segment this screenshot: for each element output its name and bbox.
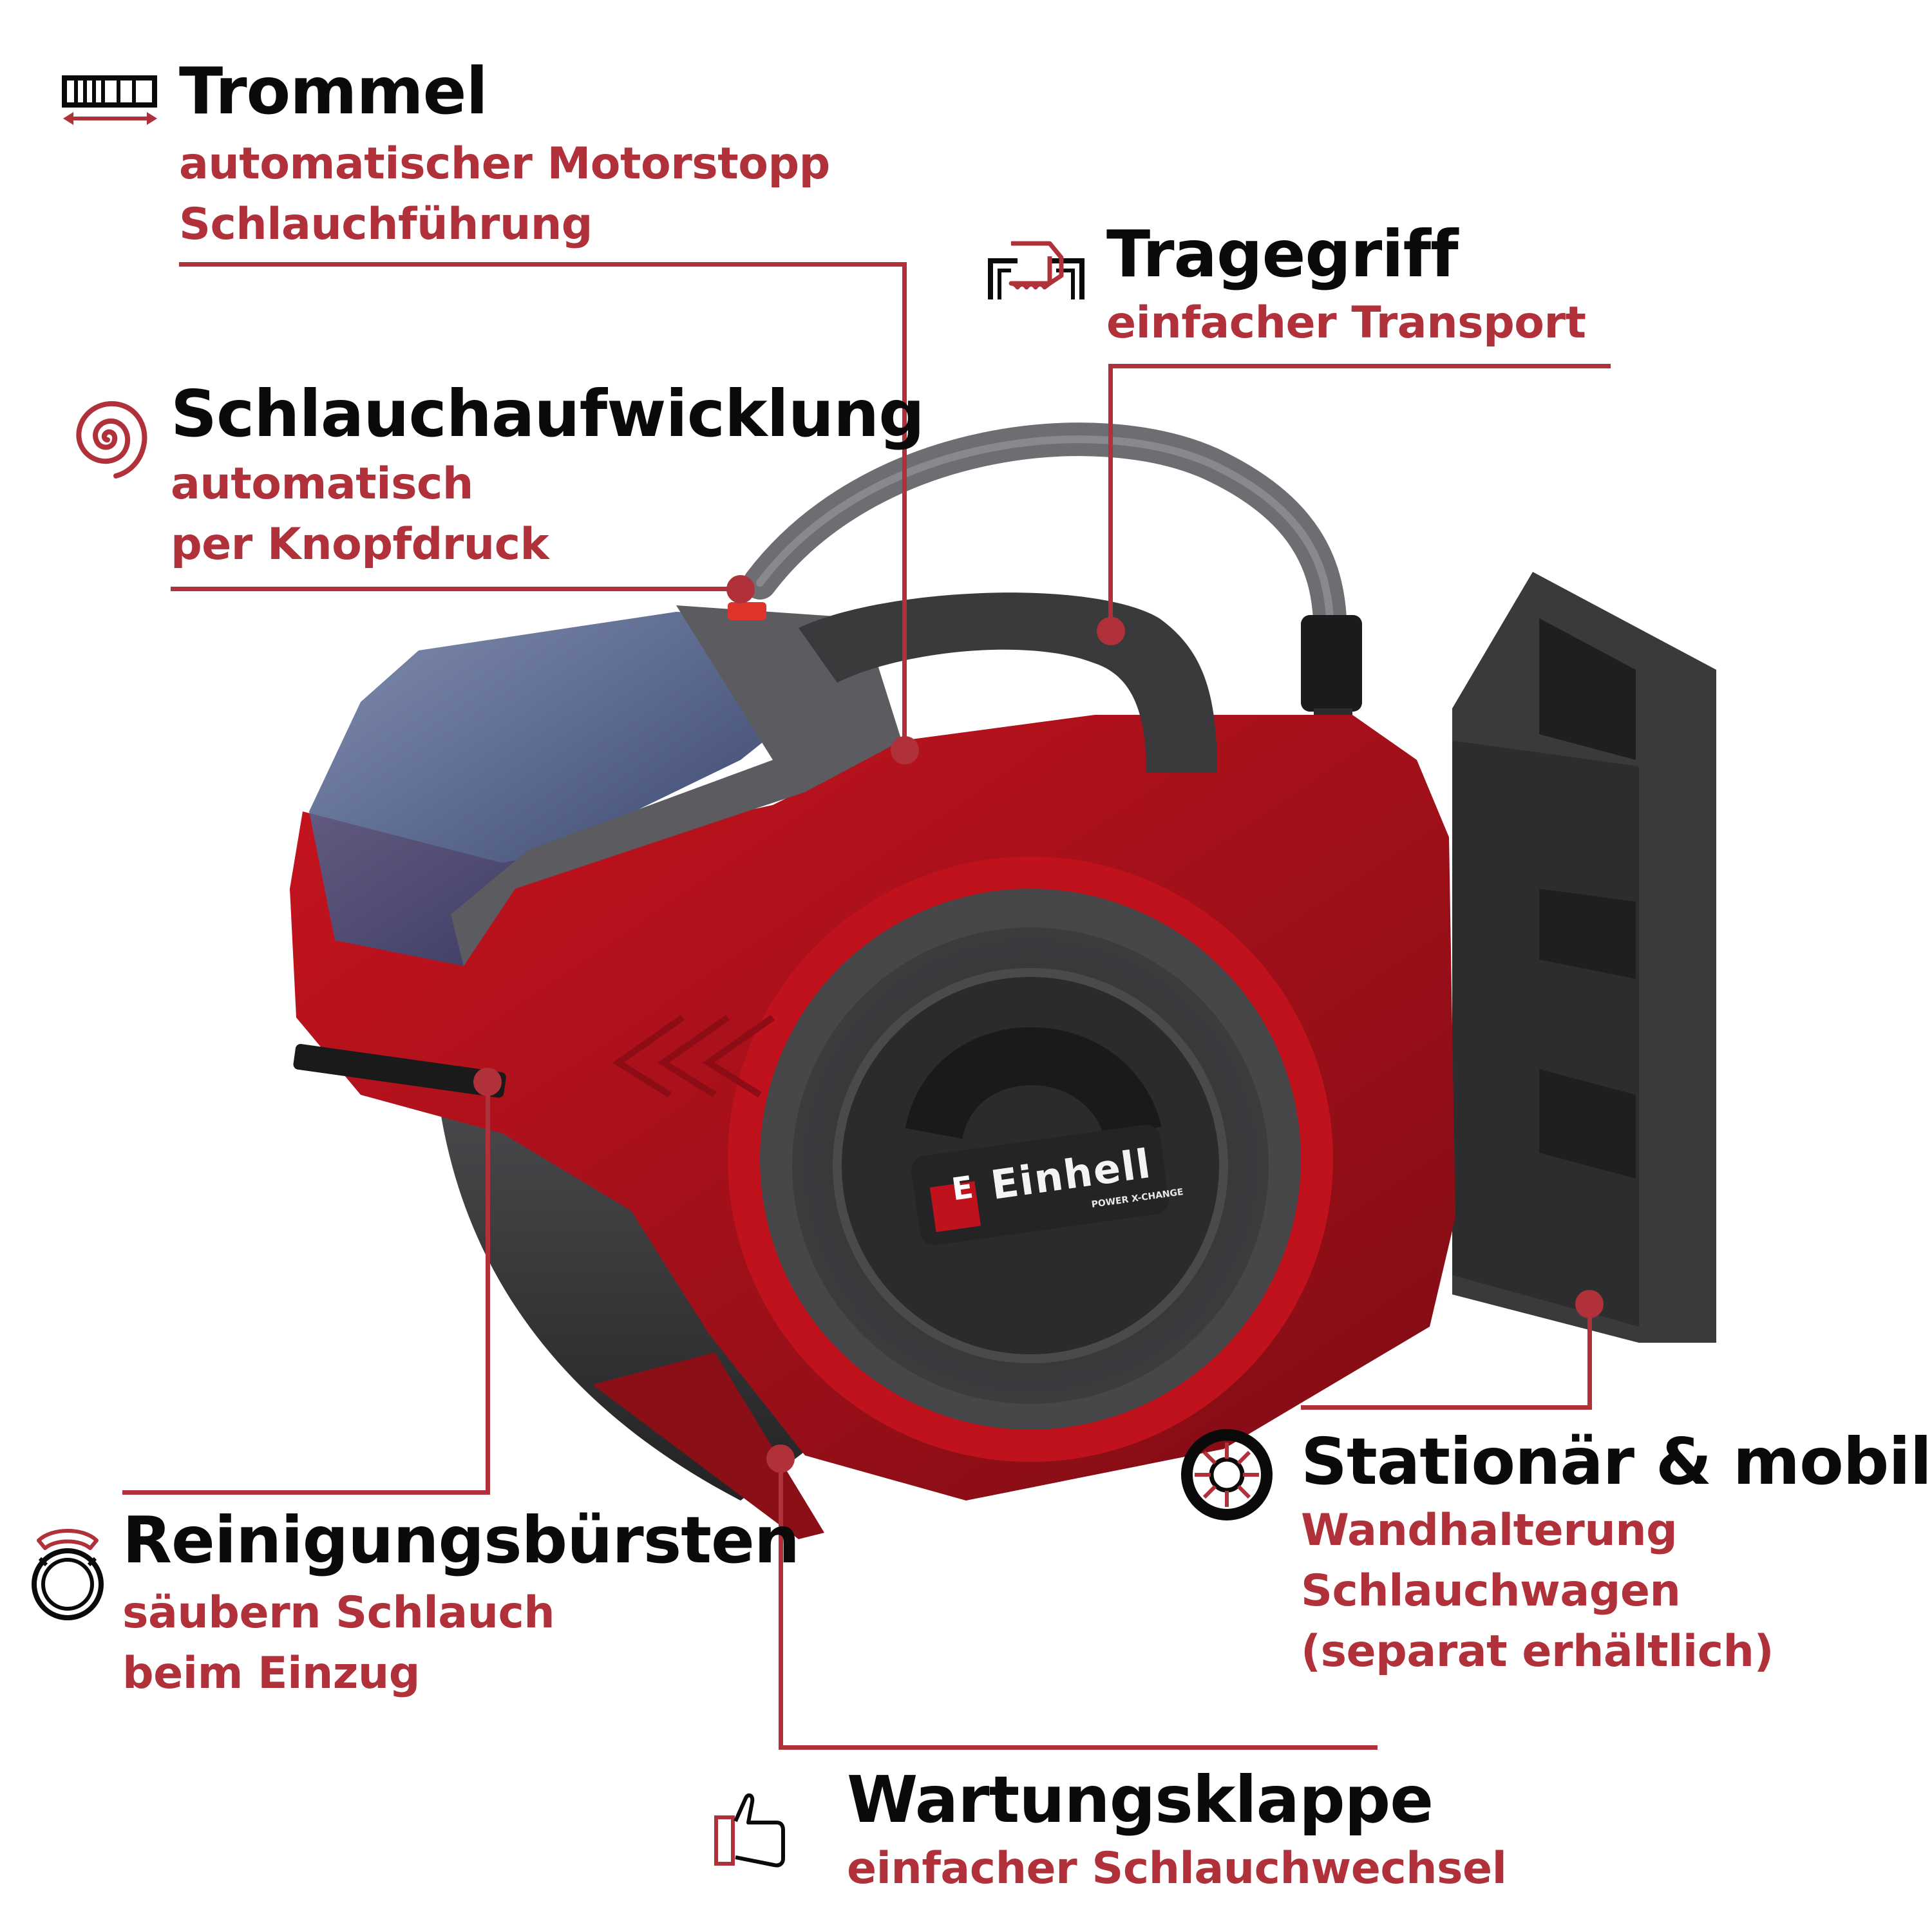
feature-title: Tragegriff <box>1106 216 1459 292</box>
leader-stationaer-h <box>1301 1405 1592 1410</box>
feature-title: Wartungsklappe <box>847 1762 1434 1837</box>
ring-brush-icon <box>32 1529 104 1620</box>
leader-trommel-v <box>902 262 907 752</box>
logo-plate <box>911 1124 1169 1245</box>
feature-title: Stationär & mobil <box>1301 1424 1932 1499</box>
battery-cover <box>309 612 837 966</box>
wall-bracket <box>1452 572 1716 1343</box>
feature-title: Trommel <box>179 53 488 129</box>
leader-wartung-h <box>779 1745 1378 1750</box>
release-button <box>728 602 766 620</box>
wheel-icon <box>1181 1429 1273 1520</box>
thumbs-up-icon <box>714 1793 785 1868</box>
brush-slot <box>293 1044 506 1098</box>
feature-description: automatischer Motorstopp Schlauchführung <box>179 138 830 250</box>
carry-handle-icon <box>988 241 1084 299</box>
callout-dot-trommel <box>891 736 919 764</box>
leader-tragegriff-h <box>1108 364 1611 368</box>
feature-description: automatisch per Knopfdruck <box>171 459 549 570</box>
callout-dot-tragegriff <box>1097 617 1125 645</box>
callout-dot-reinigungsbuersten <box>473 1068 502 1096</box>
spiral-icon <box>76 401 147 478</box>
drum-icon <box>62 75 157 125</box>
leader-reinigung-v <box>486 1082 490 1495</box>
leader-trommel-h <box>179 262 907 267</box>
callout-dot-schlauchaufwicklung <box>726 575 755 603</box>
feature-title: Reinigungsbürsten <box>122 1502 800 1578</box>
leader-wartung-v <box>779 1459 783 1749</box>
hose <box>743 422 1347 635</box>
leader-tragegriff-v <box>1108 364 1113 631</box>
callout-dot-stationaer <box>1575 1290 1604 1318</box>
feature-description: einfacher Schlauchwechsel <box>847 1843 1507 1894</box>
feature-description: säubern Schlauch beim Einzug <box>122 1587 555 1699</box>
leader-stationaer-v <box>1587 1304 1592 1409</box>
leader-reinigung-h <box>122 1490 490 1495</box>
callout-dot-wartungsklappe <box>766 1444 795 1473</box>
leader-schlauchaufwicklung-h <box>171 587 741 591</box>
feature-description: Wandhalterung Schlauchwagen (separat erh… <box>1301 1505 1774 1677</box>
brand-logo-e-icon: E <box>949 1169 976 1208</box>
feature-description: einfacher Transport <box>1106 298 1586 348</box>
feature-title: Schlauchaufwicklung <box>171 376 925 451</box>
